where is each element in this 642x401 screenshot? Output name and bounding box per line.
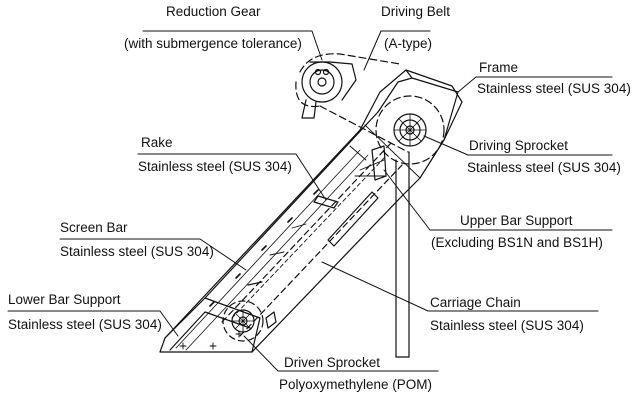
rake-title: Rake bbox=[141, 135, 173, 150]
upper-bar-support-title: Upper Bar Support bbox=[460, 213, 573, 228]
lower-bar-support-spec: Stainless steel (SUS 304) bbox=[8, 317, 162, 332]
driving-sprocket-title: Driving Sprocket bbox=[469, 138, 569, 153]
driving-sprocket bbox=[375, 95, 445, 165]
lower-bar-support-title: Lower Bar Support bbox=[8, 292, 121, 307]
screen-bar-spec: Stainless steel (SUS 304) bbox=[60, 244, 214, 259]
upper-bar-support-spec: (Excluding BS1N and BS1H) bbox=[431, 235, 603, 250]
driven-sprocket-spec: Polyoxymethylene (POM) bbox=[279, 377, 433, 392]
reduction-gear-title: Reduction Gear bbox=[166, 4, 261, 19]
reduction-gear-motor bbox=[301, 61, 357, 119]
carriage-chain-spec: Stainless steel (SUS 304) bbox=[430, 318, 584, 333]
rake-spec: Stainless steel (SUS 304) bbox=[138, 159, 292, 174]
driving-belt-title: Driving Belt bbox=[381, 4, 451, 19]
frame-title: Frame bbox=[479, 60, 519, 75]
carriage-chain-title: Carriage Chain bbox=[430, 295, 521, 310]
driving-belt-spec: (A-type) bbox=[384, 36, 433, 51]
frame-spec: Stainless steel (SUS 304) bbox=[477, 81, 631, 96]
driving-belt bbox=[295, 53, 409, 153]
driving-sprocket-spec: Stainless steel (SUS 304) bbox=[467, 160, 621, 175]
frame-body bbox=[159, 69, 463, 358]
driven-sprocket bbox=[222, 300, 277, 342]
leader-lines bbox=[7, 30, 613, 372]
screen-bar-title: Screen Bar bbox=[60, 220, 128, 235]
driven-sprocket-title: Driven Sprocket bbox=[284, 355, 381, 370]
reduction-gear-spec: (with submergence tolerance) bbox=[124, 36, 302, 51]
